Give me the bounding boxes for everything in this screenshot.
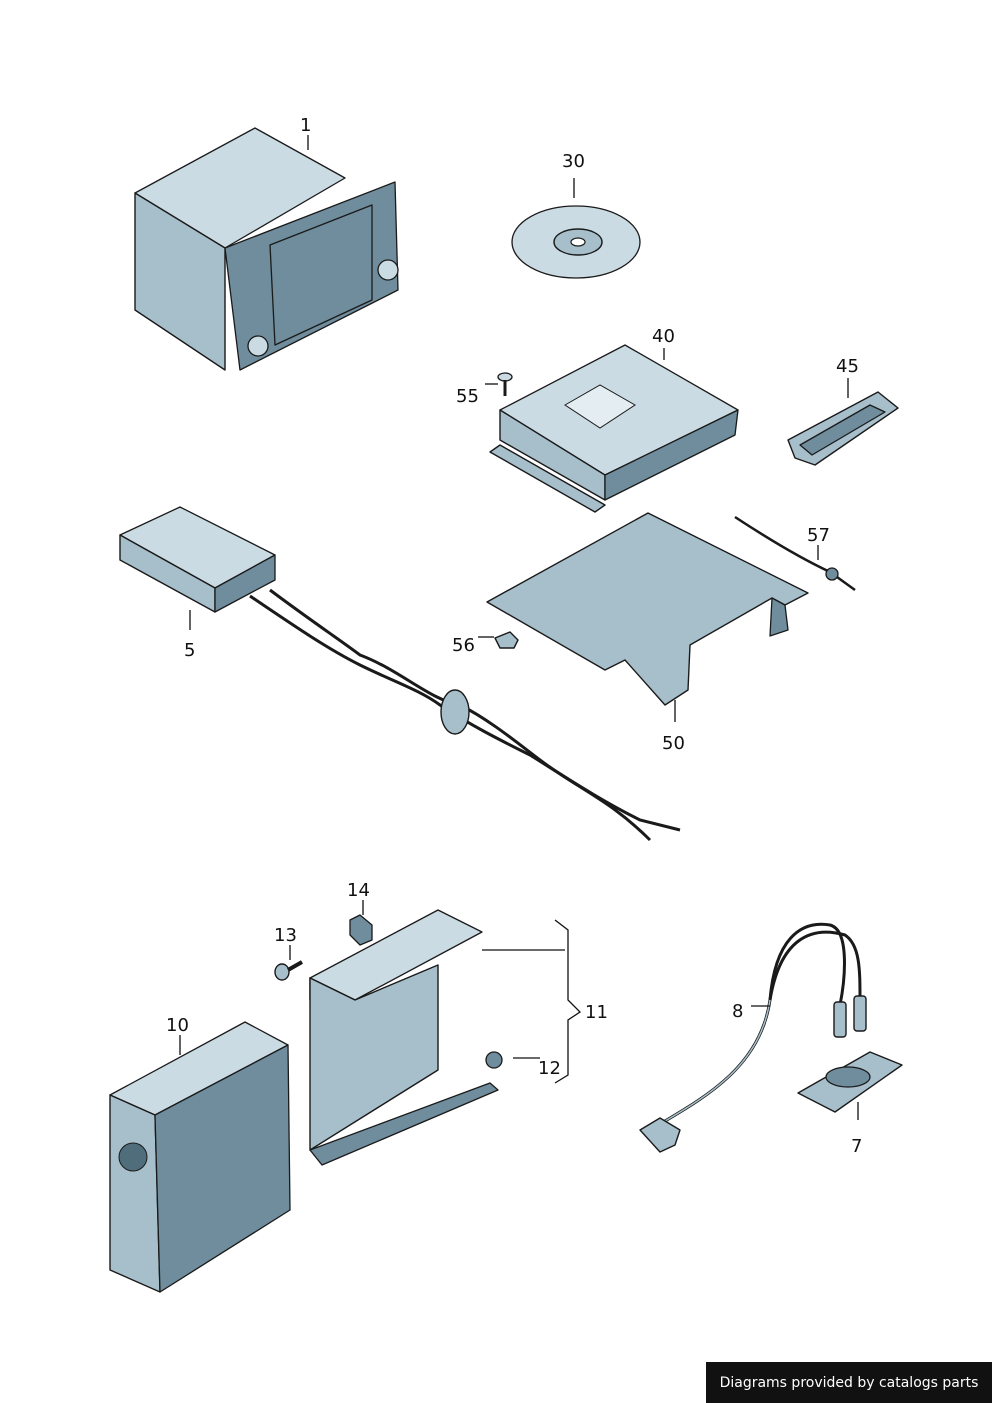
nut-12-illustration (485, 1051, 540, 1069)
callout-56: 56 (452, 635, 475, 656)
adapter-cable-illustration (639, 922, 867, 1153)
holder-illustration (309, 909, 582, 1166)
remote-control-illustration (787, 378, 899, 466)
callout-55: 55 (456, 386, 479, 407)
tuner-module-illustration (119, 506, 681, 842)
amplifier-illustration (109, 1021, 291, 1293)
cd-illustration (511, 178, 641, 279)
callout-50: 50 (662, 733, 685, 754)
callout-14: 14 (347, 880, 370, 901)
screw-illustration (485, 372, 513, 396)
nut-illustration (478, 631, 519, 649)
callout-30: 30 (562, 151, 585, 172)
clip-illustration (349, 900, 373, 946)
callout-45: 45 (836, 356, 859, 377)
callout-8: 8 (732, 1001, 744, 1022)
callout-10: 10 (166, 1015, 189, 1036)
credit-banner: Diagrams provided by catalogs parts (706, 1362, 992, 1403)
cable-tie-illustration (734, 515, 856, 592)
bracket-illustration (486, 512, 809, 722)
callout-7: 7 (851, 1136, 863, 1157)
navigation-radio-illustration (134, 127, 399, 371)
bolt-illustration (274, 945, 303, 981)
callout-12: 12 (538, 1058, 561, 1079)
socket-illustration (797, 1051, 903, 1120)
callout-40: 40 (652, 326, 675, 347)
callout-1: 1 (300, 115, 312, 136)
control-unit-illustration (489, 344, 739, 513)
callout-5: 5 (184, 640, 196, 661)
callout-13: 13 (274, 925, 297, 946)
callout-57: 57 (807, 525, 830, 546)
callout-11: 11 (585, 1002, 608, 1023)
